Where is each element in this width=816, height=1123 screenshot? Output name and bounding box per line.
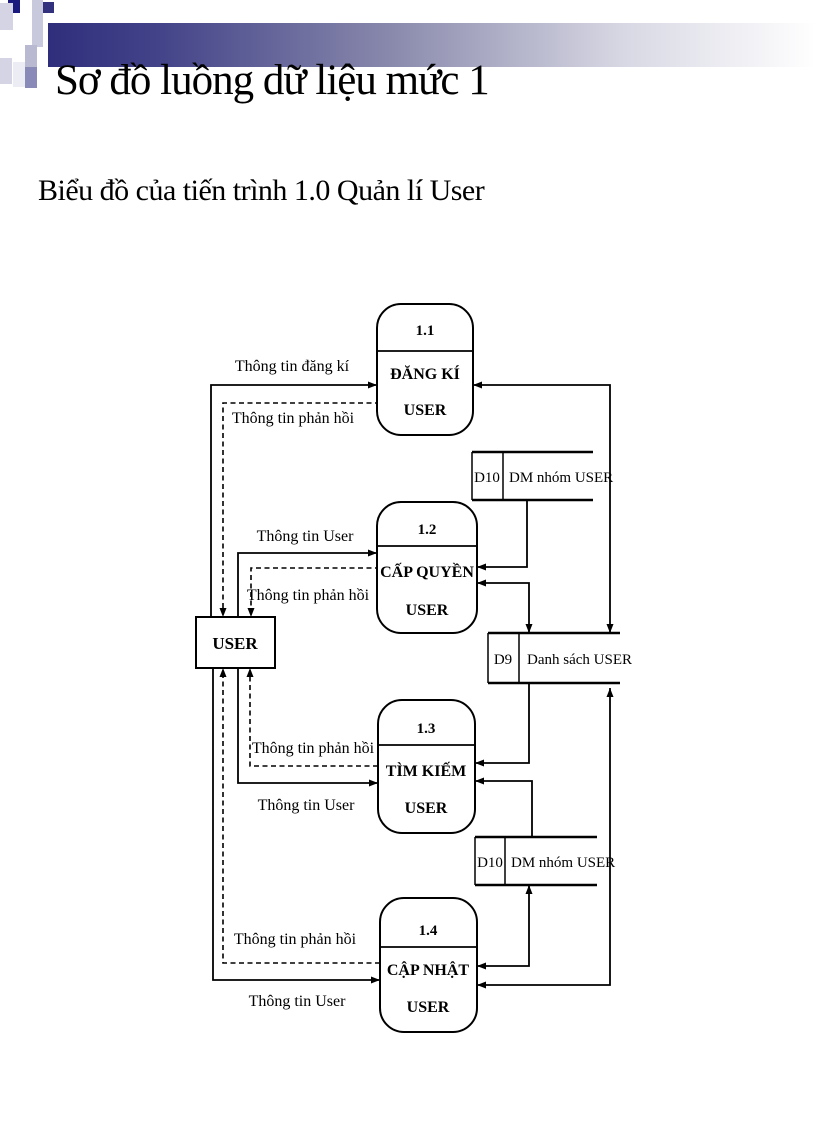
process-box [376,501,478,634]
flow-1.2-d9 [477,582,530,633]
flow-label: Thông tin User [249,993,347,1010]
deco-square [43,2,54,13]
flow-label: Thông tin phản hồi [232,410,355,427]
flow-1.2-to-user [250,567,380,614]
slide-title: Sơ đồ luồng dữ liệu mức 1 [55,57,490,104]
process-1.3-node: 1.3 TÌM KIẾM USER [377,699,476,834]
arrowhead [219,668,227,677]
flow-label: Thông tin phản hồi [234,931,357,948]
datastore-d10-bottom-node: D10 DM nhóm USER [474,835,615,887]
arrowhead [477,981,486,989]
arrowhead [368,381,377,389]
process-box [376,303,474,436]
arrowhead [368,549,377,557]
flow-user-to-1.1 [210,384,377,617]
slide-subtitle: Biểu đồ của tiến trình 1.0 Quản lí User [38,174,485,207]
arrowhead [477,579,486,587]
arrowhead [475,759,484,767]
arrowhead [369,779,378,787]
arrowhead [371,976,380,984]
deco-square [13,62,26,87]
flow-1.4-d10b [477,885,530,967]
arrowhead [219,608,227,617]
process-name: CẤP QUYỀN [380,562,474,581]
arrowhead [473,381,482,389]
arrowhead [525,624,533,633]
process-id: 1.1 [416,323,435,339]
process-1.1-node: 1.1 ĐĂNG KÍ USER [376,303,474,436]
entity-label: USER [212,634,258,653]
store-id: D9 [494,652,512,668]
title-banner-gradient [48,23,816,67]
deco-square [0,3,13,30]
datastore-d10-top-node: D10 DM nhóm USER [471,450,613,502]
process-id: 1.3 [417,721,436,737]
flow-d10a-to-1.2 [477,500,528,568]
arrowhead [525,885,533,894]
flow-d10b-to-1.3 [475,780,533,837]
arrowhead [477,962,486,970]
flow-label: Thông tin User [257,528,355,545]
flow-labels: Thông tin đăng kí Thông tin phản hồi Thô… [232,358,375,1010]
deco-square [32,0,43,47]
flow-lines [210,384,611,986]
flow-d9-to-1.3 [475,683,530,764]
entity-box [195,616,276,669]
arrowhead [606,688,614,697]
deco-square [25,67,37,88]
process-id: 1.2 [418,522,437,538]
process-name: TÌM KIẾM [386,761,466,780]
flow-1.3-to-user [249,671,378,767]
store-id: D10 [477,855,503,871]
flow-label: Thông tin User [258,797,356,814]
process-1.4-node: 1.4 CẬP NHẬT USER [379,897,478,1033]
arrowhead [606,624,614,633]
process-box [377,699,476,834]
flow-label: Thông tin phản hồi [247,587,370,604]
store-label: DM nhóm USER [509,470,613,486]
store-label: DM nhóm USER [511,855,615,871]
store-id: D10 [474,470,500,486]
entity-user-node: USER [195,616,276,669]
flow-1.1-to-user [222,402,380,614]
process-name: USER [407,999,450,1016]
flow-user-to-1.3 [237,668,378,784]
flow-1.4-to-user [222,671,380,964]
flow-user-to-1.4 [212,668,380,981]
process-name: ĐĂNG KÍ [390,364,460,383]
process-name: USER [406,602,449,619]
deco-square [0,58,12,84]
arrowheads [219,381,614,989]
arrowhead [475,777,484,785]
datastore-d9-node: D9 Danh sách USER [487,631,632,685]
process-id: 1.4 [419,923,438,939]
arrowhead [477,563,486,571]
process-name: USER [405,800,448,817]
arrowhead [246,668,254,677]
flow-label: Thông tin đăng kí [235,358,350,375]
flow-user-to-1.2 [237,552,377,617]
process-1.2-node: 1.2 CẤP QUYỀN USER [376,501,478,634]
deco-square [25,45,37,67]
process-name: CẬP NHẬT [387,961,470,979]
store-label: Danh sách USER [527,652,632,668]
process-name: USER [404,402,447,419]
flow-1.4-d9 [477,688,611,986]
flow-1.1-d9 [473,384,611,633]
process-box [379,897,478,1033]
arrowhead [247,608,255,617]
flow-label: Thông tin phản hồi [252,740,375,757]
